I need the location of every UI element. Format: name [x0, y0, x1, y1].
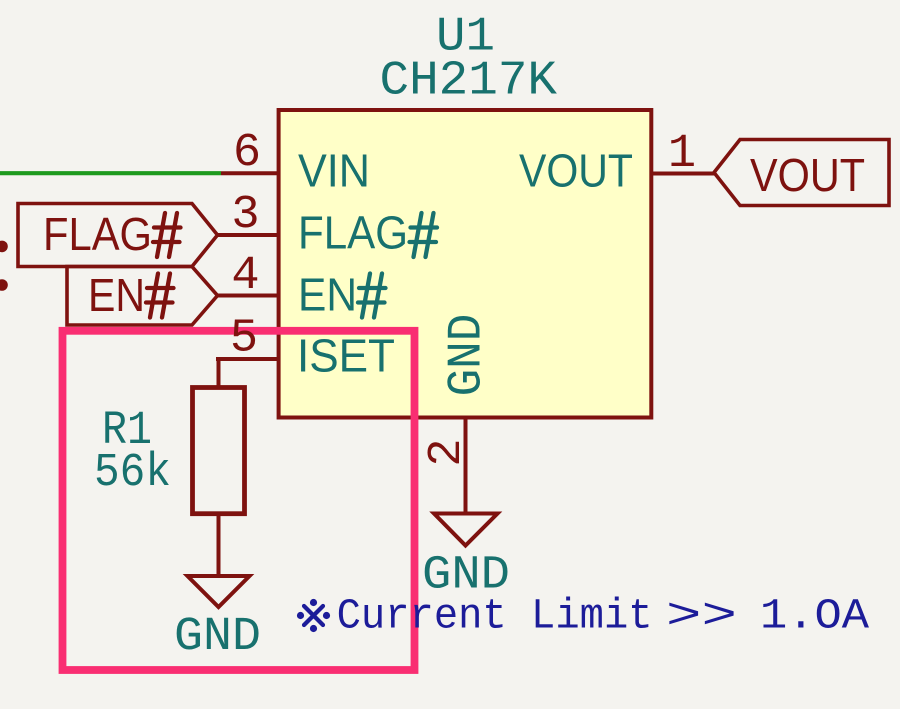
svg-text:2: 2 — [421, 438, 474, 466]
svg-text:CH217K: CH217K — [380, 55, 558, 109]
svg-text:VIN: VIN — [298, 144, 370, 196]
svg-text:>>: >> — [666, 592, 737, 641]
svg-text:GND: GND — [422, 550, 510, 603]
svg-text:5: 5 — [230, 313, 258, 366]
svg-text:3: 3 — [231, 189, 259, 242]
svg-text:VOUT: VOUT — [519, 144, 633, 196]
svg-text:R1: R1 — [102, 405, 152, 458]
svg-text:GND: GND — [174, 611, 261, 664]
svg-text:56k: 56k — [94, 447, 171, 500]
svg-text:4: 4 — [231, 250, 259, 303]
svg-text:6: 6 — [233, 127, 261, 180]
svg-text:Current Limit: Current Limit — [337, 592, 653, 641]
svg-text:1.OA: 1.OA — [760, 592, 869, 641]
svg-text:VOUT: VOUT — [750, 149, 865, 201]
svg-text:ISET: ISET — [297, 330, 395, 382]
svg-text:U1: U1 — [436, 11, 495, 65]
svg-text:FLAG: FLAG — [298, 207, 408, 259]
svg-text:1: 1 — [668, 128, 696, 181]
svg-text:EN: EN — [88, 269, 145, 321]
svg-text:GND: GND — [441, 314, 495, 397]
svg-text:FLAG: FLAG — [43, 208, 152, 260]
svg-text:EN: EN — [298, 269, 357, 321]
